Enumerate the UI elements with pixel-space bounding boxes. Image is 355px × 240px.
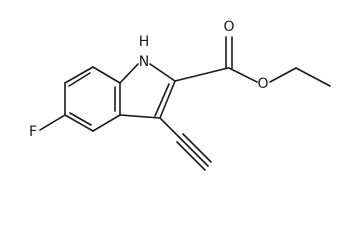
bond-o-ch2: [269, 67, 297, 83]
triple-bond-center: [179, 137, 209, 167]
bond-c7a-n: [119, 63, 139, 84]
pyrrole-ring: [119, 63, 176, 119]
bond-c7a-c7: [64, 66, 94, 84]
ester-group: [174, 36, 331, 87]
bond-c6-c5: [64, 114, 94, 132]
bond-c6-f: [39, 114, 66, 131]
bond-ch2-ch3: [295, 67, 331, 87]
bond-n-c2: [149, 63, 176, 82]
atom-label-f: F: [29, 124, 37, 140]
bond-c6-c5-inner: [69, 112, 92, 126]
benzene-ring: [64, 66, 121, 132]
atom-label-o-carbonyl: O: [223, 19, 234, 35]
bond-c2-c3-inner: [154, 83, 170, 117]
bond-c7-c7-inner: [68, 72, 91, 87]
bond-c3a-c7a: [92, 66, 121, 84]
bond-c5-c4: [92, 114, 121, 132]
bond-c3-c3a: [119, 114, 161, 119]
atom-label-h: H: [139, 34, 150, 50]
bond-c2-carbonyl-c: [174, 67, 229, 82]
triple-bond-side-b: [176, 141, 206, 171]
bond-c3-alkyne: [159, 117, 181, 139]
atom-label-n: N: [139, 54, 149, 70]
ethynyl-group: [159, 117, 212, 171]
bond-carbonyl-c-o: [228, 67, 258, 83]
triple-bond-side-a: [182, 133, 212, 163]
molecule-structure: H N O O F: [29, 19, 331, 171]
atom-label-o-ester: O: [257, 76, 268, 92]
bond-c2-c3: [159, 80, 176, 119]
